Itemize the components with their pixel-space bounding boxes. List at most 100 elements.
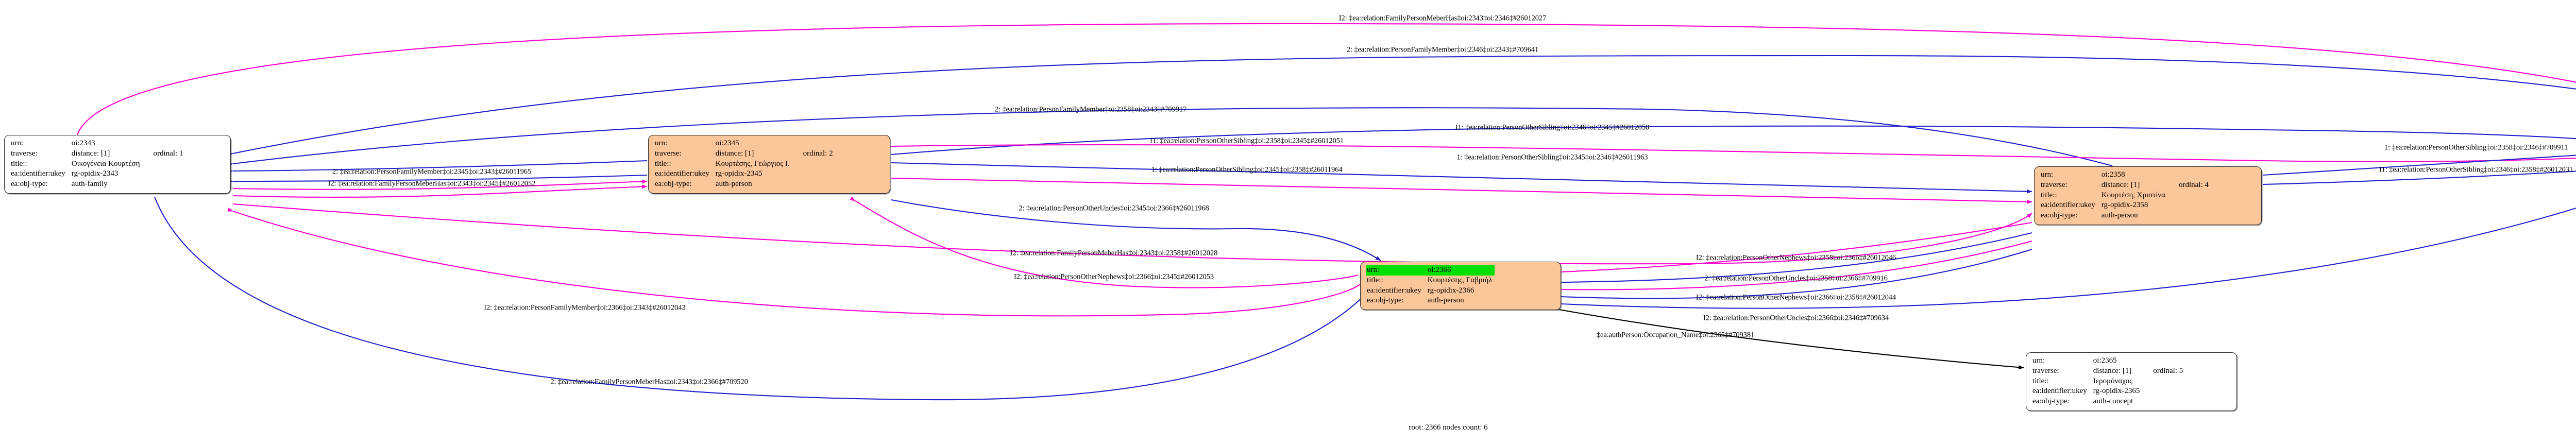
node-field-value: Οικογένεια Κουρτέση: [71, 159, 140, 168]
edge-label: 1: ‡ea:relation:PersonOtherSibling‡oi:23…: [1151, 165, 1343, 174]
node-field-key: traverse:: [2032, 366, 2059, 375]
edge-label: 2: ‡ea:relation:PersonOtherUncles‡oi:234…: [1019, 204, 1209, 213]
node-field-row: traverse: distance: [1] ordinal: 4: [2040, 180, 2211, 191]
edge-label: 2: ‡ea:relation:PersonFamilyMember‡oi:23…: [994, 105, 1187, 114]
node-field-row: ea:obj-type: auth-person: [2040, 211, 2211, 221]
node-field-key: ea:obj-type:: [1367, 296, 1404, 305]
node-field-value: auth-person: [1427, 296, 1464, 305]
node-field-value: auth-family: [71, 180, 108, 189]
edge-label: I2: ‡ea:relation:PersonOtherNephews‡oi:2…: [1696, 293, 1896, 302]
graph-node-n2345[interactable]: urn: oi:2345 traverse: distance: [1] ordinal…: [648, 135, 890, 194]
node-field-row: traverse: distance: [1] ordinal: 2: [654, 149, 835, 159]
node-field-row: ea:identifier:ukey rg-opidix-2343: [10, 169, 185, 179]
edge-label: I2: ‡ea:relation:PersonOtherUncles‡oi:23…: [1703, 314, 1889, 322]
edge-label: I2: ‡ea:relation:PersonOtherNephews‡oi:2…: [1696, 253, 1896, 262]
node-field-key: urn:: [2032, 356, 2045, 365]
node-field-key: ea:identifier:ukey: [2032, 387, 2087, 396]
node-field-value: rg-opidix-2358: [2101, 201, 2148, 210]
node-field-value-extra: ordinal: 5: [2153, 366, 2183, 375]
node-field-row: urn: oi:2365: [2031, 356, 2185, 366]
node-field-value: Ιερομόναχος: [2093, 376, 2133, 385]
node-field-row: title::Οικογένεια Κουρτέση: [10, 159, 185, 169]
node-field-row: ea:obj-type: auth-person: [1366, 296, 1495, 306]
edge-label: 1: ‡ea:relation:PersonOtherSibling‡oi:23…: [2384, 143, 2568, 152]
node-field-row: ea:obj-type: auth-concept: [2031, 397, 2185, 407]
node-field-value: Κουρτέσης, Γαβριήλ: [1427, 276, 1493, 284]
graph-footer: root: 2366 nodes count: 6: [1409, 423, 1488, 432]
edge-label: 1: ‡ea:relation:PersonOtherSibling‡oi:23…: [1456, 153, 1648, 162]
edge-label: I2: ‡ea:relation:PersonFamilyMember‡oi:2…: [484, 303, 686, 312]
node-field-value: oi:2365: [2093, 356, 2117, 365]
node-field-value: auth-concept: [2093, 397, 2133, 406]
graph-node-n2358[interactable]: urn: oi:2358 traverse: distance: [1] ordinal…: [2034, 166, 2262, 225]
node-field-value: oi:2343: [71, 139, 95, 147]
node-field-key: traverse:: [2041, 180, 2067, 189]
node-field-key: urn:: [11, 139, 24, 147]
node-field-row: title::Κουρτέσης, Γεώργιος Ι.: [654, 159, 835, 169]
node-field-key: ea:obj-type:: [2041, 211, 2078, 220]
graph-node-n2343[interactable]: urn: oi:2343 traverse: distance: [1] ordinal…: [4, 135, 231, 194]
node-field-row: traverse: distance: [1] ordinal: 5: [2031, 366, 2185, 376]
node-field-value: distance: [1]: [2093, 366, 2132, 375]
node-field-row: ea:identifier:ukey rg-opidix-2345: [654, 169, 835, 179]
node-field-row: urn: oi:2358: [2040, 170, 2211, 180]
node-field-value: rg-opidix-2365: [2093, 387, 2140, 396]
node-field-row: urn: oi:2343: [10, 139, 185, 149]
node-field-value: oi:2345: [715, 139, 739, 147]
node-field-value: distance: [1]: [71, 149, 110, 158]
edge-label: I2: ‡ea:relation:FamilyPersonMeberHas‡oi…: [1010, 249, 1218, 258]
node-field-key: ea:identifier:ukey: [11, 169, 65, 178]
node-field-row: ea:identifier:ukey rg-opidix-2358: [2040, 200, 2211, 211]
node-field-value: rg-opidix-2345: [715, 169, 762, 178]
node-field-row: urn: oi:2345: [654, 139, 835, 149]
node-field-value: oi:2358: [2101, 170, 2125, 179]
node-field-key: ea:identifier:ukey: [655, 169, 709, 178]
node-field-row: urn:oi:2366: [1366, 265, 1495, 276]
edge-label: I1: ‡ea:relation:PersonOtherSibling‡oi:2…: [1455, 123, 1650, 132]
edge-label: I2: ‡ea:relation:FamilyPersonMeberHas‡oi…: [328, 179, 536, 188]
node-field-key: title::: [1367, 276, 1383, 284]
node-field-key: ea:identifier:ukey: [2041, 201, 2095, 210]
node-field-key: ea:obj-type:: [11, 180, 48, 189]
node-field-key: urn:: [1366, 265, 1427, 276]
node-field-key: traverse:: [655, 149, 682, 158]
node-field-value: auth-person: [715, 180, 752, 189]
node-field-key: title::: [2041, 191, 2057, 199]
node-field-row: ea:obj-type:auth-person: [654, 179, 835, 190]
edge-label: ‡ea:authPerson:Occupation_Name‡oi:2365‡#…: [1596, 331, 1755, 339]
node-field-value: auth-person: [2101, 211, 2138, 220]
node-field-value-extra: ordinal: 1: [153, 149, 183, 158]
edge-label: 2: ‡ea:relation:PersonOtherUncles‡oi:235…: [1704, 274, 1888, 283]
edge-label: I2: ‡ea:relation:FamilyPersonMeberHas‡oi…: [1338, 14, 1547, 23]
node-field-row: ea:identifier:ukey rg-opidix-2365: [2031, 386, 2185, 397]
node-field-value: distance: [1]: [2101, 180, 2140, 189]
edge-label: I1: ‡ea:relation:PersonOtherSibling‡oi:2…: [2379, 165, 2573, 174]
node-field-value: rg-opidix-2366: [1427, 286, 1475, 295]
edge-label: 2: ‡ea:relation:FamilyPersonMeberHas‡oi:…: [550, 378, 748, 386]
node-field-value-extra: ordinal: 2: [803, 149, 833, 158]
edge-label: I1: ‡ea:relation:PersonOtherSibling‡oi:2…: [1149, 136, 1344, 145]
node-field-key: urn:: [655, 139, 668, 147]
node-field-row: title::Κουρτέση, Χριστίνα: [2040, 191, 2211, 201]
node-field-key: urn:: [2041, 170, 2054, 179]
node-field-value: distance: [1]: [715, 149, 754, 158]
node-field-value: rg-opidix-2343: [71, 169, 118, 178]
edge-label: 2: ‡ea:relation:PersonFamilyMember‡oi:23…: [332, 167, 532, 176]
edge-label: 2: ‡ea:relation:PersonFamilyMember‡oi:23…: [1346, 45, 1539, 54]
graph-node-n2365[interactable]: urn: oi:2365 traverse: distance: [1] ordinal…: [2026, 352, 2237, 411]
node-field-key: title::: [2032, 376, 2049, 385]
node-field-value: Κουρτέσης, Γεώργιος Ι.: [715, 159, 790, 168]
node-field-value-extra: ordinal: 4: [2178, 180, 2209, 189]
edge-label: I2: ‡ea:relation:PersonOtherNephews‡oi:2…: [1013, 272, 1214, 281]
node-field-row: traverse: distance: [1] ordinal: 1: [10, 149, 185, 159]
node-field-row: title::Κουρτέσης, Γαβριήλ: [1366, 276, 1495, 286]
node-field-value: Κουρτέση, Χριστίνα: [2101, 191, 2165, 199]
node-field-key: ea:obj-type:: [2032, 397, 2070, 406]
node-field-key: title::: [655, 159, 671, 168]
node-field-key: title::: [11, 159, 27, 168]
node-field-row: title::Ιερομόναχος: [2031, 376, 2185, 387]
node-field-key: traverse:: [11, 149, 38, 158]
